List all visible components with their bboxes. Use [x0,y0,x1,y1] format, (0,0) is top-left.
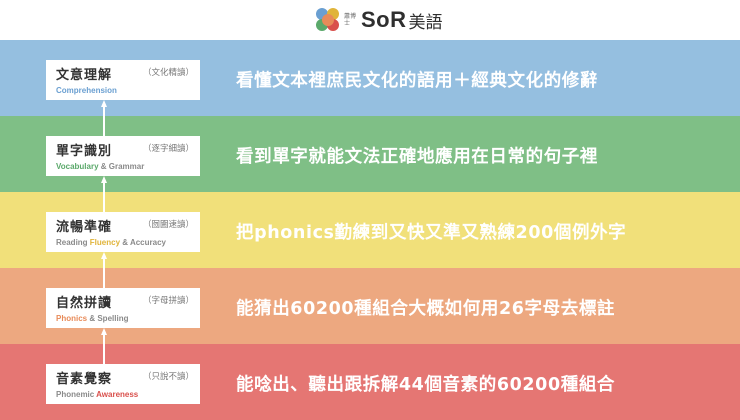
level-title: 自然拼讀 [56,296,113,311]
level-english: Phonics & Spelling [56,314,128,323]
level-description: 看到單字就能文法正確地應用在日常的句子裡 [236,147,598,167]
level-label-comprehension: 文意理解 （文化精讀） Comprehension [46,60,200,100]
level-note: （囫圇速讀） [142,220,194,230]
english-text: Reading [56,238,90,247]
brand-logo: 蕭博士 SoR 美語 [316,6,443,34]
level-description: 把phonics勤練到又快又準又熟練200個例外字 [236,223,627,243]
level-title: 單字識別 [56,144,113,159]
brand-name-cn: 美語 [408,12,443,33]
level-note: （字母拼讀） [142,296,194,306]
english-highlight: Fluency [89,238,121,247]
level-note: （文化精讀） [142,68,194,78]
level-note: （逐字細讀） [142,144,194,154]
brand-name: SoR [361,7,407,32]
level-title: 文意理解 [56,68,113,83]
level-english: Comprehension [56,86,117,95]
level-english: Reading Fluency & Accuracy [56,238,166,247]
brand-small-text: 蕭博士 [344,13,357,27]
english-highlight: Awareness [96,390,139,399]
band-vocabulary: 單字識別 （逐字細讀） Vocabulary & Grammar 看到單字就能文法正確… [0,116,740,192]
band-phonics: 自然拼讀 （字母拼讀） Phonics & Spelling 能猜出60200種組合大… [0,268,740,344]
english-highlight: Vocabulary [56,162,99,171]
brain-logo-icon [316,8,340,32]
level-description: 能猜出60200種組合大概如何用26字母去標註 [236,299,616,319]
band-phonemic: 音素覺察 （只說不讀） Phonemic Awareness 能唸出、聽出跟拆解44個… [0,344,740,420]
up-arrow-icon [101,252,107,288]
level-english: Phonemic Awareness [56,390,138,399]
band-fluency: 流暢準確 （囫圇速讀） Reading Fluency & Accuracy 把pho… [0,192,740,268]
level-title: 音素覺察 [56,372,113,387]
level-description: 看懂文本裡庶民文化的語用＋經典文化的修辭 [236,71,598,91]
up-arrow-icon [101,176,107,212]
header: 蕭博士 SoR 美語 [0,0,740,40]
level-label-vocabulary: 單字識別 （逐字細讀） Vocabulary & Grammar [46,136,200,176]
level-label-phonemic: 音素覺察 （只說不讀） Phonemic Awareness [46,364,200,404]
english-text: & Accuracy [120,238,166,247]
level-description: 能唸出、聽出跟拆解44個音素的60200種組合 [236,375,616,395]
english-text: & Spelling [87,314,129,323]
band-comprehension: 文意理解 （文化精讀） Comprehension 看懂文本裡庶民文化的語用＋經典文化… [0,40,740,116]
level-label-phonics: 自然拼讀 （字母拼讀） Phonics & Spelling [46,288,200,328]
up-arrow-icon [101,100,107,136]
level-label-fluency: 流暢準確 （囫圇速讀） Reading Fluency & Accuracy [46,212,200,252]
level-title: 流暢準確 [56,220,113,235]
english-highlight: Comprehension [56,86,117,95]
level-english: Vocabulary & Grammar [56,162,144,171]
level-note: （只說不讀） [142,372,194,382]
up-arrow-icon [101,328,107,364]
english-text: & Grammar [98,162,145,171]
english-text: Phonemic [56,390,97,399]
english-highlight: Phonics [56,314,88,323]
